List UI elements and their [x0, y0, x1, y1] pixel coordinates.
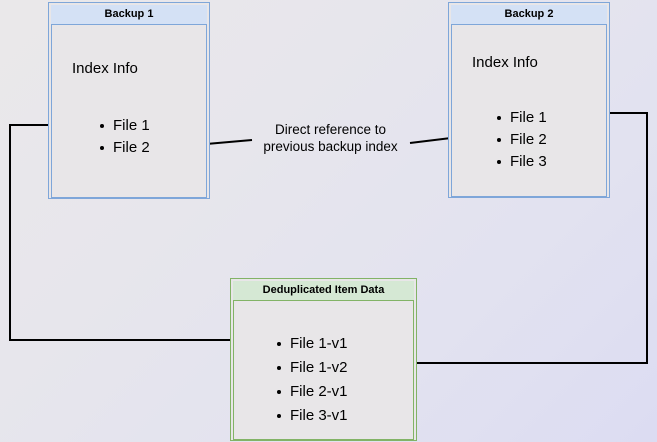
backup-1-index-info-label: Index Info [72, 60, 138, 77]
direct-reference-annotation: Direct reference to previous backup inde… [248, 121, 413, 155]
list-item: File 2 [98, 137, 150, 159]
list-item: File 3 [495, 151, 547, 173]
backup-2-file-list: File 1 File 2 File 3 [495, 107, 547, 173]
direct-reference-line-1: Direct reference to [274, 122, 387, 137]
backup-2-box[interactable]: Backup 2 [448, 2, 610, 198]
list-item: File 3-v1 [275, 404, 348, 428]
backup-1-body [51, 25, 207, 198]
list-item: File 1-v2 [275, 356, 348, 380]
list-item: File 1 [98, 115, 150, 137]
list-item: File 1 [495, 107, 547, 129]
direct-reference-line-2: previous backup index [263, 139, 398, 154]
list-item: File 2 [495, 129, 547, 151]
deduplicated-item-data-body [233, 301, 414, 440]
deduplicated-item-data-header: Deduplicated Item Data [233, 281, 414, 301]
backup-2-index-info-label: Index Info [472, 54, 538, 71]
backup-2-body [451, 25, 607, 197]
backup-2-header: Backup 2 [451, 5, 607, 25]
deduplicated-item-list: File 1-v1 File 1-v2 File 2-v1 File 3-v1 [275, 332, 348, 428]
list-item: File 1-v1 [275, 332, 348, 356]
deduplicated-item-data-box[interactable]: Deduplicated Item Data [230, 278, 417, 441]
list-item: File 2-v1 [275, 380, 348, 404]
backup-1-header: Backup 1 [51, 5, 207, 25]
backup-1-file-list: File 1 File 2 [98, 115, 150, 159]
backup-1-box[interactable]: Backup 1 [48, 2, 210, 199]
